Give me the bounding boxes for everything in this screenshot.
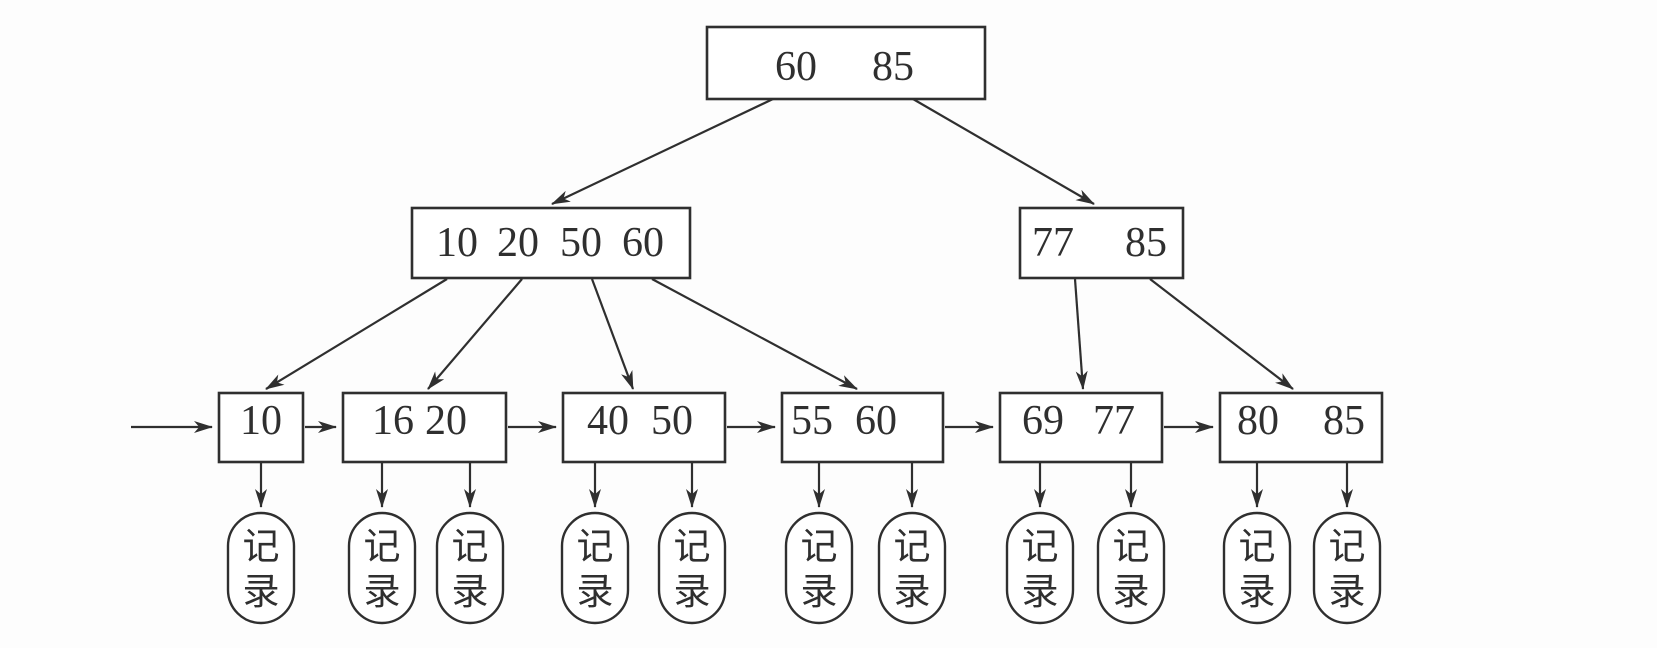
edge-internal-left-to-leaf-3 <box>590 278 635 390</box>
record-oval-shape <box>1096 511 1166 625</box>
record-oval: 记录 <box>1096 511 1166 625</box>
tree-node-leaf-1: 10 <box>217 391 305 464</box>
record-oval-shape <box>1222 511 1292 625</box>
edge-root-to-internal-left <box>551 98 774 205</box>
node-key: 50 <box>651 398 693 444</box>
leaf-node-box <box>341 391 508 464</box>
record-label: 记录 <box>801 527 838 613</box>
record-oval: 记录 <box>347 511 417 625</box>
record-label: 记录 <box>894 527 931 613</box>
record-oval: 记录 <box>784 511 854 625</box>
tree-node-leaf-5: 69 77 <box>998 391 1164 464</box>
leaf-node-box <box>998 391 1164 464</box>
node-key: 85 <box>1125 220 1167 266</box>
node-key: 60 <box>775 44 817 90</box>
record-oval-shape <box>1005 511 1075 625</box>
record-label: 记录 <box>1239 527 1276 613</box>
record-oval: 记录 <box>1222 511 1292 625</box>
record-oval-shape <box>657 511 727 625</box>
record-label: 记录 <box>577 527 614 613</box>
record-oval-shape <box>560 511 630 625</box>
record-oval: 记录 <box>1312 511 1382 625</box>
record-label: 记录 <box>243 527 280 613</box>
record-oval: 记录 <box>877 511 947 625</box>
edge-internal-left-to-leaf-4 <box>651 278 858 390</box>
node-key: 80 <box>1237 398 1279 444</box>
tree-node-internal-right: 77 85 <box>1018 206 1185 280</box>
tree-node-leaf-6: 80 85 <box>1218 391 1384 464</box>
record-label: 记录 <box>1113 527 1150 613</box>
edge-internal-right-to-leaf-5 <box>1073 278 1088 390</box>
internal-node-box <box>410 206 692 280</box>
record-oval-shape <box>347 511 417 625</box>
root-node-box <box>705 25 987 101</box>
record-oval-shape <box>226 511 296 625</box>
record-label: 记录 <box>674 527 711 613</box>
node-key: 85 <box>1323 398 1365 444</box>
node-key: 10 <box>436 220 478 266</box>
edge-internal-left-to-leaf-2 <box>427 278 523 390</box>
internal-node-box <box>1018 206 1185 280</box>
leaf-node-box <box>780 391 945 464</box>
node-key: 69 <box>1022 398 1064 444</box>
record-oval-shape <box>435 511 505 625</box>
tree-node-internal-left: 10 20 50 60 <box>410 206 692 280</box>
record-label: 记录 <box>1022 527 1059 613</box>
tree-node-leaf-3: 40 50 <box>561 391 727 464</box>
node-key: 20 <box>497 220 539 266</box>
record-oval-shape <box>784 511 854 625</box>
record-oval: 记录 <box>1005 511 1075 625</box>
record-oval-shape <box>1312 511 1382 625</box>
node-key: 55 <box>791 398 833 444</box>
node-key: 60 <box>622 220 664 266</box>
edge-root-to-internal-right <box>912 98 1095 205</box>
node-key: 77 <box>1032 220 1074 266</box>
record-label: 记录 <box>452 527 489 613</box>
tree-node-root: 60 85 <box>705 25 987 101</box>
edge-internal-left-to-leaf-1 <box>265 278 448 390</box>
node-key: 50 <box>560 220 602 266</box>
node-key: 40 <box>587 398 629 444</box>
node-key: 85 <box>872 44 914 90</box>
record-label: 记录 <box>364 527 401 613</box>
record-oval: 记录 <box>226 511 296 625</box>
record-oval: 记录 <box>560 511 630 625</box>
record-oval: 记录 <box>435 511 505 625</box>
node-key: 60 <box>855 398 897 444</box>
record-oval-shape <box>877 511 947 625</box>
node-key: 20 <box>425 398 467 444</box>
record-label: 记录 <box>1329 527 1366 613</box>
node-key: 77 <box>1093 398 1135 444</box>
edge-internal-right-to-leaf-6 <box>1149 278 1294 390</box>
node-key: 10 <box>240 398 282 444</box>
tree-node-leaf-4: 55 60 <box>780 391 945 464</box>
record-oval: 记录 <box>657 511 727 625</box>
leaf-node-box <box>1218 391 1384 464</box>
node-key: 16 <box>372 398 414 444</box>
leaf-node-box <box>561 391 727 464</box>
